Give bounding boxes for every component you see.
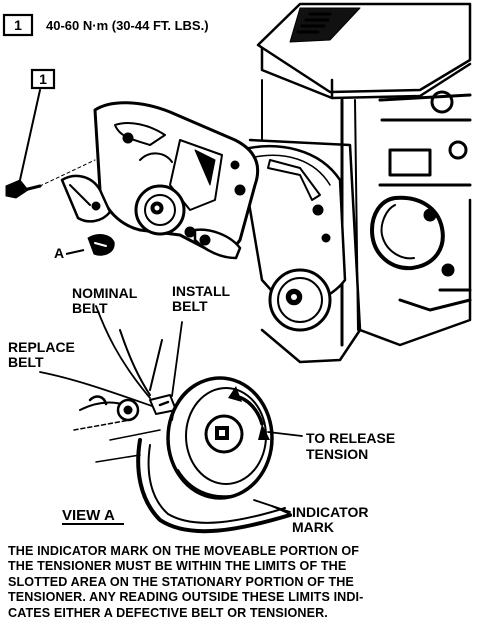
torque-spec: 40-60 N·m (30-44 FT. LBS.) bbox=[46, 18, 209, 33]
install-belt-label-2: BELT bbox=[172, 298, 208, 314]
engine-block bbox=[238, 2, 472, 364]
view-a-reference: A bbox=[54, 245, 64, 261]
nominal-belt-label-1: NOMINAL bbox=[72, 285, 138, 301]
indicator-mark-label-2: MARK bbox=[292, 519, 334, 535]
replace-belt-label-2: BELT bbox=[8, 354, 44, 370]
torque-callout: 1 40-60 N·m (30-44 FT. LBS.) bbox=[2, 13, 209, 37]
replace-belt-label-1: REPLACE bbox=[8, 339, 75, 355]
release-tension-label-1: TO RELEASE bbox=[306, 430, 395, 446]
caption-line-2: THE TENSIONER MUST BE WITHIN THE LIMITS … bbox=[8, 559, 347, 574]
instruction-caption: THE INDICATOR MARK ON THE MOVEABLE PORTI… bbox=[8, 544, 474, 621]
caption-line-5: CATES EITHER A DEFECTIVE BELT OR TENSION… bbox=[8, 605, 328, 620]
caption-line-4: TENSIONER. ANY READING OUTSIDE THESE LIM… bbox=[8, 590, 364, 605]
install-belt-label-1: INSTALL bbox=[172, 283, 231, 299]
caption-line-3: SLOTTED AREA ON THE STATIONARY PORTION O… bbox=[8, 574, 354, 589]
view-a-leader bbox=[65, 249, 85, 255]
tensioner-bracket bbox=[60, 101, 260, 260]
bolt-callout-number: 1 bbox=[39, 71, 47, 87]
torque-callout-number: 1 bbox=[14, 17, 22, 33]
caption-line-1: THE INDICATOR MARK ON THE MOVEABLE PORTI… bbox=[8, 544, 360, 558]
view-a-detail bbox=[39, 305, 303, 534]
torque-callout-box bbox=[2, 13, 34, 37]
bracket-bolt: 1 bbox=[5, 68, 96, 199]
bolt-callout-box bbox=[30, 68, 56, 90]
view-a-title: VIEW A bbox=[62, 507, 115, 524]
nominal-belt-label-2: BELT bbox=[72, 300, 108, 316]
indicator-mark-label-1: INDICATOR bbox=[292, 504, 368, 520]
release-tension-label-2: TENSION bbox=[306, 446, 368, 462]
